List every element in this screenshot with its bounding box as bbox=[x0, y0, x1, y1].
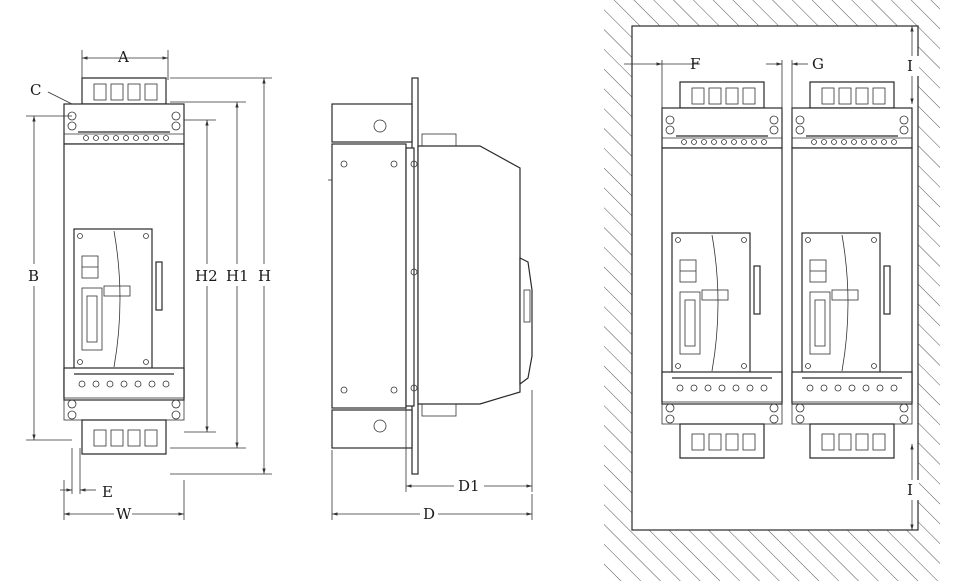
label-d1: D1 bbox=[458, 477, 480, 495]
label-w: W bbox=[116, 505, 132, 523]
label-h2: H2 bbox=[195, 267, 218, 285]
label-d: D bbox=[423, 505, 435, 523]
installation-view: F G I I bbox=[604, 0, 940, 581]
label-b: B bbox=[28, 267, 39, 285]
label-a: A bbox=[117, 48, 129, 66]
label-i-top: I bbox=[907, 57, 913, 75]
front-view: A C B H2 H1 H E bbox=[26, 48, 272, 523]
side-view: D1 D bbox=[328, 77, 533, 523]
label-h: H bbox=[258, 267, 271, 285]
label-e: E bbox=[102, 483, 113, 501]
label-c: C bbox=[30, 81, 41, 99]
label-g: G bbox=[812, 55, 824, 73]
label-i-bottom: I bbox=[907, 481, 913, 499]
label-f: F bbox=[690, 55, 700, 73]
label-h1: H1 bbox=[226, 267, 249, 285]
